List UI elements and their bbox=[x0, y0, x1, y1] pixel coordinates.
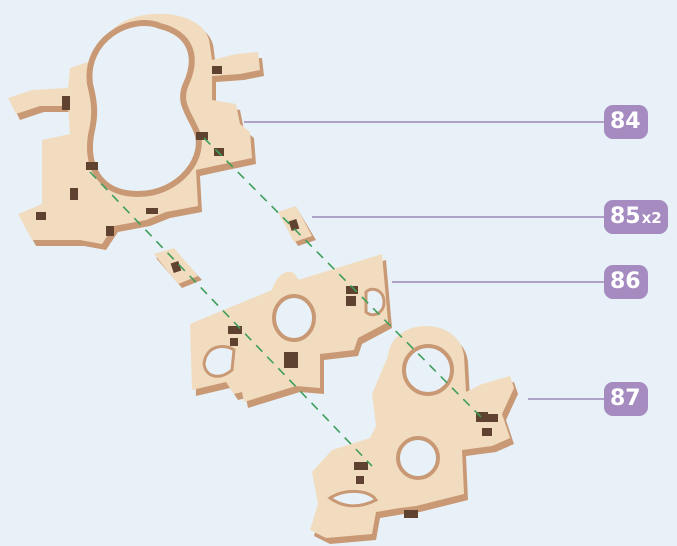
part-number: 87 bbox=[610, 386, 641, 411]
assembly-guides bbox=[89, 137, 485, 467]
part-85-connector-left bbox=[154, 248, 202, 288]
part-86-slots bbox=[228, 286, 358, 368]
part-label-84: 84 bbox=[604, 105, 648, 139]
part-label-86: 86 bbox=[604, 265, 648, 299]
part-84-oval-hole bbox=[86, 20, 202, 198]
part-87-face bbox=[310, 326, 514, 538]
part-87-left-notch bbox=[327, 490, 379, 508]
leader-lines bbox=[244, 121, 604, 400]
part-86 bbox=[190, 254, 392, 408]
part-86-center-hole bbox=[272, 294, 316, 342]
part-87 bbox=[310, 326, 518, 544]
part-87-middle-hole bbox=[396, 436, 440, 480]
part-84 bbox=[8, 13, 264, 250]
part-87-slots bbox=[354, 412, 498, 518]
guide-line-right bbox=[203, 137, 485, 421]
guide-line-left bbox=[89, 171, 373, 467]
part-label-87: 87 bbox=[604, 382, 648, 416]
part-number: 84 bbox=[610, 109, 641, 134]
part-86-right-cutout bbox=[364, 287, 386, 317]
part-86-left-cutout bbox=[202, 345, 236, 378]
part-number: 85 bbox=[610, 204, 641, 229]
part-number: 86 bbox=[610, 269, 641, 294]
part-87-top-hole bbox=[402, 344, 454, 396]
part-quantity: x2 bbox=[641, 209, 662, 227]
part-85-connector-right bbox=[278, 206, 316, 246]
part-label-85: 85x2 bbox=[604, 200, 668, 234]
